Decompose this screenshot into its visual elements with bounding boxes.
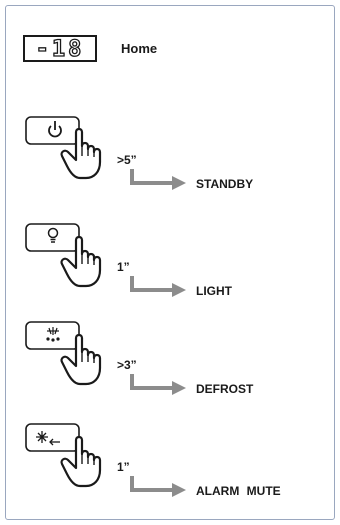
power-icon [48,121,62,138]
standby-duration: >5” [117,153,137,167]
display-value: -18 [36,37,85,62]
alarm-icon [36,431,60,446]
defrost-row: >3” DEFROST [25,321,254,397]
defrost-icon [46,327,60,342]
arrow-icon [130,372,188,397]
defrost-duration: >3” [117,358,137,372]
defrost-action: DEFROST [196,382,254,396]
standby-button[interactable] [25,116,80,145]
alarm-button[interactable] [25,423,80,452]
light-duration: 1” [117,260,130,274]
alarm-mute-row: 1” ALARM MUTE [25,423,281,499]
light-action: LIGHT [196,284,233,298]
alarm-action: ALARM MUTE [196,484,281,498]
arrow-icon [130,474,188,499]
alarm-duration: 1” [117,460,130,474]
defrost-button[interactable] [25,321,80,350]
temperature-display: -18 [23,35,97,63]
standby-row: >5” STANDBY [25,116,253,192]
arrow-icon [130,274,188,299]
light-row: 1” LIGHT [25,223,233,299]
lightbulb-icon [47,227,59,243]
standby-action: STANDBY [196,177,253,191]
display-label: Home [121,41,157,56]
arrow-icon [130,167,188,192]
